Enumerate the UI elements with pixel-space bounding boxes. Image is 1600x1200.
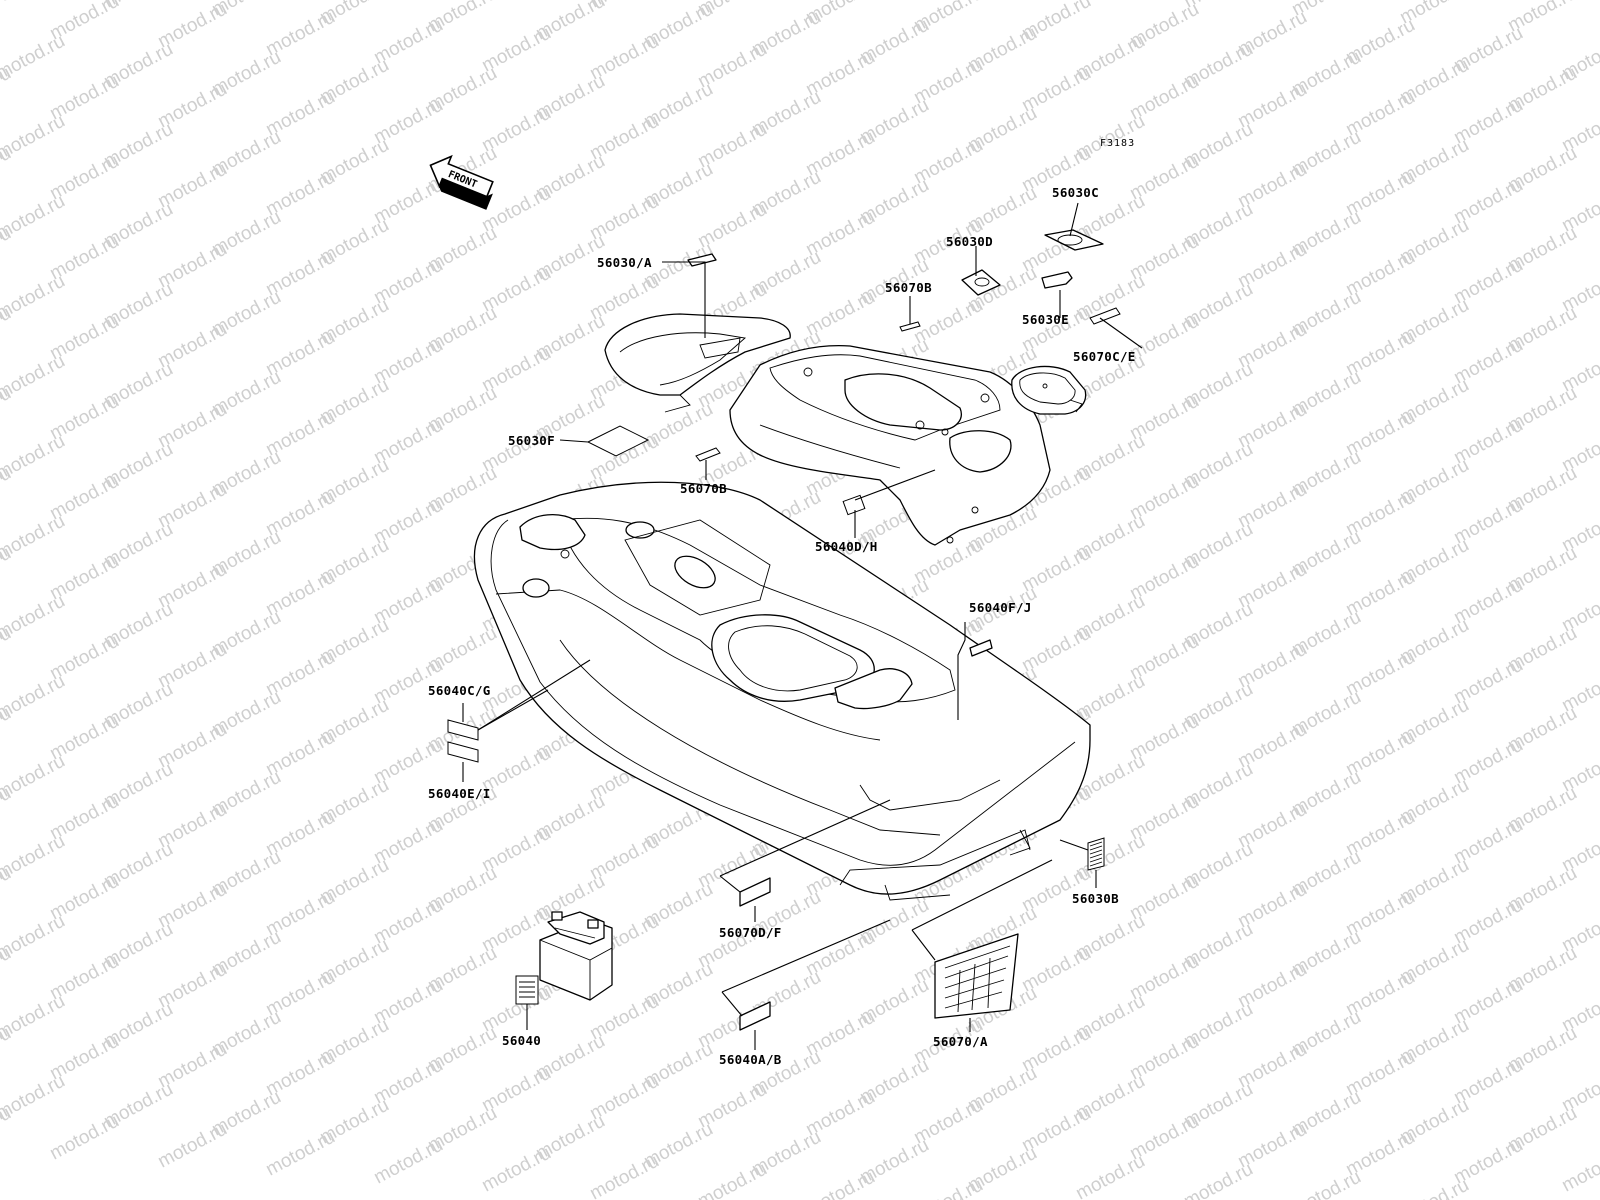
decal-56040DH bbox=[842, 494, 866, 516]
watermark-text: motod.ru bbox=[802, 1167, 878, 1200]
decal-56040 bbox=[515, 975, 539, 1005]
figure-code: F3183 bbox=[1100, 138, 1135, 149]
decal-56070B-top bbox=[899, 321, 921, 332]
callout-56040DH: 56040D/H bbox=[815, 539, 878, 554]
decal-56070CE bbox=[1089, 307, 1121, 325]
watermark-text: motod.ru bbox=[154, 1119, 230, 1173]
callout-56040AB: 56040A/B bbox=[719, 1052, 782, 1067]
decals bbox=[447, 229, 1121, 1031]
decal-56040AB bbox=[739, 1001, 771, 1031]
front-deck-cover bbox=[729, 344, 1051, 546]
decal-56030E bbox=[1041, 271, 1073, 289]
watermark-text: motod.ru bbox=[1558, 1143, 1600, 1197]
decal-56070DF bbox=[739, 877, 771, 907]
callout-56040CG: 56040C/G bbox=[428, 683, 491, 698]
watermark-text: motod.ru bbox=[0, 0, 15, 36]
watermark-text: motod.ru bbox=[1072, 1151, 1148, 1200]
watermark-text: motod.ru bbox=[262, 1127, 338, 1181]
watermark-text: motod.ru bbox=[46, 1111, 122, 1165]
decal-56030A bbox=[687, 253, 717, 267]
callout-56040: 56040 bbox=[502, 1033, 541, 1048]
leader-lines bbox=[462, 202, 1143, 1050]
callout-56030E: 56030E bbox=[1022, 312, 1069, 327]
watermark-text: motod.ru bbox=[370, 1135, 446, 1189]
handle-pole-cover bbox=[604, 313, 791, 413]
callout-56030B: 56030B bbox=[1072, 891, 1119, 906]
meter-gauge bbox=[1011, 365, 1087, 415]
watermark-text: motod.ru bbox=[478, 1143, 554, 1197]
battery bbox=[539, 911, 613, 1001]
decal-56030F bbox=[586, 425, 650, 457]
decal-56040CG bbox=[447, 719, 479, 741]
callout-56040EI: 56040E/I bbox=[428, 786, 491, 801]
decal-56040EI bbox=[447, 741, 479, 763]
callout-56030D: 56030D bbox=[946, 234, 993, 249]
hull bbox=[473, 481, 1091, 901]
callout-56070CE: 56070C/E bbox=[1073, 349, 1136, 364]
callout-labels: 56030C 56030D 56030/A 56070B 56030E 5607… bbox=[428, 185, 1136, 1067]
front-arrow-icon: FRONT bbox=[429, 154, 494, 210]
decal-56070A bbox=[934, 933, 1019, 1019]
decal-56030B bbox=[1087, 837, 1105, 871]
callout-56030F: 56030F bbox=[508, 433, 555, 448]
callout-56040FJ: 56040F/J bbox=[969, 600, 1032, 615]
callout-56030A: 56030/A bbox=[597, 255, 652, 270]
watermark-text: motod.ru bbox=[1396, 1175, 1472, 1200]
watermark-text: motod.ru bbox=[586, 1151, 662, 1200]
watermark-text: motod.ru bbox=[1288, 1167, 1364, 1200]
callout-56070B-top: 56070B bbox=[885, 280, 932, 295]
watermark-text: motod.ru bbox=[694, 1159, 770, 1200]
decal-56040FJ bbox=[969, 639, 993, 657]
callout-56070A: 56070/A bbox=[933, 1034, 988, 1049]
callout-56030C: 56030C bbox=[1052, 185, 1099, 200]
decal-56070B-mid bbox=[695, 447, 721, 462]
watermark-text: motod.ru bbox=[1180, 1159, 1256, 1200]
decal-56030D bbox=[961, 269, 1001, 296]
callout-56070DF: 56070D/F bbox=[719, 925, 782, 940]
callout-56070B-mid: 56070B bbox=[680, 481, 727, 496]
watermark-text: motod.ru bbox=[910, 1175, 986, 1200]
